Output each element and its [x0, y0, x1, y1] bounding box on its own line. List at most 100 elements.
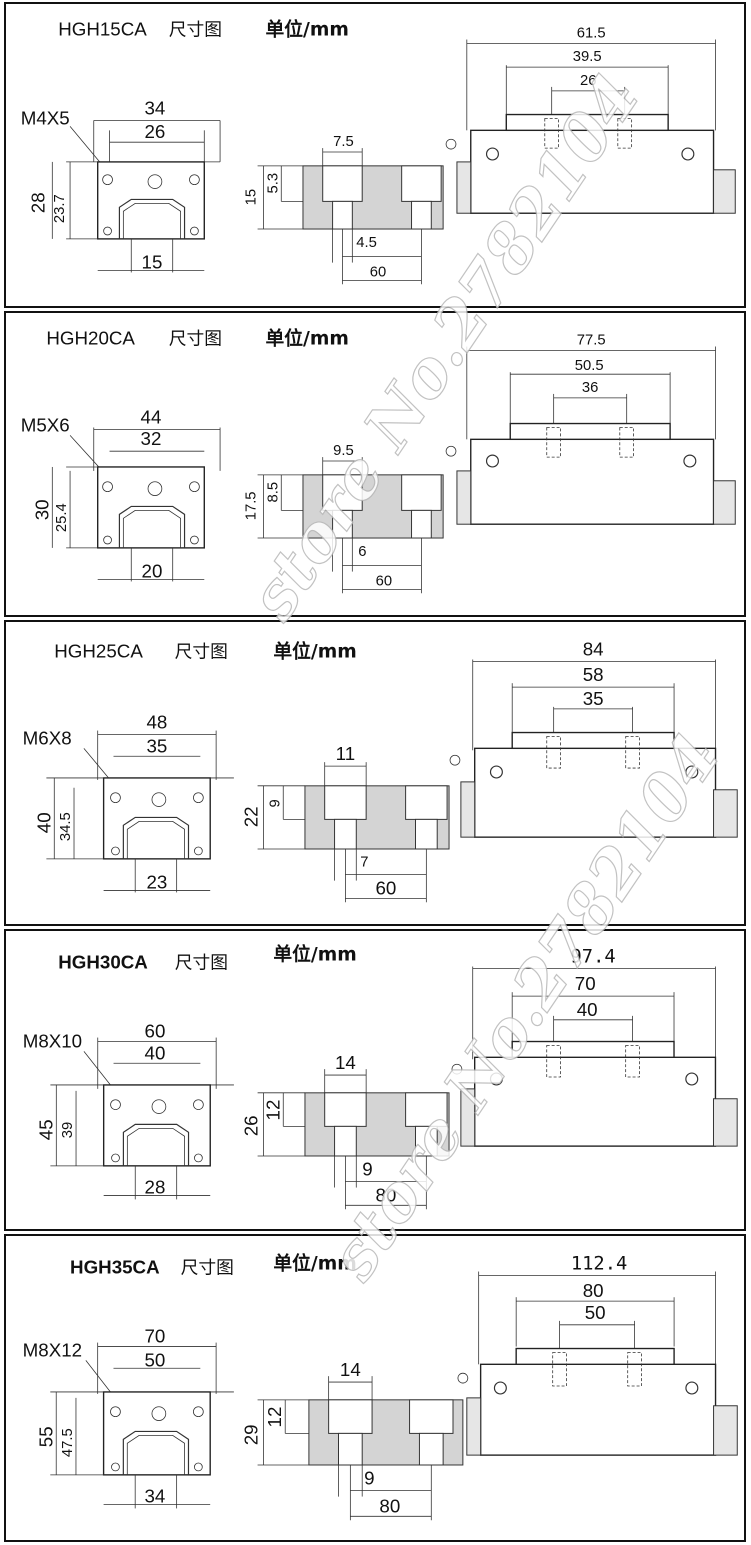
front-view: 60 40 M8X10 45 39 28 — [23, 1021, 234, 1200]
drawing-label: 尺寸图 — [175, 952, 228, 973]
front-view: 44 32 M5X6 30 25.4 20 — [21, 407, 221, 581]
dim-height: 40 — [33, 812, 54, 833]
dim-length-total: 77.5 — [577, 333, 606, 349]
rail-view: 14 29 12 9 80 — [241, 1359, 464, 1521]
dim-length-total: 112.4 — [571, 1254, 627, 1275]
dim-bore-depth: 9 — [267, 799, 283, 807]
model-title: HGH30CA — [58, 951, 148, 972]
front-view: 70 50 M8X12 55 47.5 34 — [23, 1326, 234, 1509]
dim-counterbore: 14 — [335, 1052, 356, 1073]
side-view: 84 58 35 — [449, 639, 738, 838]
dim-length-total: 61.5 — [577, 26, 606, 42]
dim-height-inner: 47.5 — [60, 1428, 76, 1457]
dim-width-outer: 70 — [144, 1326, 165, 1347]
panel-hgh30ca: HGH30CA 尺寸图 单位/mm 60 40 M8X10 — [4, 929, 746, 1231]
dim-rail-height: 26 — [241, 1115, 262, 1136]
screw-size: M5X6 — [21, 414, 70, 435]
dim-length-body: 39.5 — [573, 49, 602, 65]
dim-width-mount: 26 — [145, 121, 166, 142]
dim-length-body: 70 — [575, 973, 596, 994]
diagram-hgh25ca: HGH25CA 尺寸图 单位/mm 48 35 M6X8 — [23, 639, 738, 903]
dim-bore-depth: 12 — [264, 1407, 285, 1428]
diagram-hgh30ca: HGH30CA 尺寸图 单位/mm 60 40 M8X10 — [23, 944, 738, 1210]
drawing-label: 尺寸图 — [181, 1258, 234, 1279]
dim-width-mount: 35 — [146, 735, 167, 756]
dim-height-inner: 39 — [60, 1122, 76, 1138]
front-view: 48 35 M6X8 40 34.5 23 — [23, 712, 234, 892]
screw-size: M6X8 — [23, 727, 72, 748]
dim-pitch: 80 — [379, 1495, 400, 1516]
dim-height-inner: 23.7 — [52, 194, 68, 223]
dim-hole-spacing: 40 — [577, 999, 598, 1020]
dim-counterbore: 9.5 — [333, 443, 354, 459]
dim-width-outer: 44 — [141, 407, 162, 428]
dim-rail-width: 28 — [145, 1176, 166, 1197]
diagram-hgh15ca: HGH15CA 尺寸图 单位/mm 34 26 M4X5 — [21, 18, 736, 285]
dim-hole-spacing: 35 — [583, 688, 604, 709]
dim-width-outer: 60 — [145, 1021, 166, 1042]
dim-counterbore: 11 — [336, 743, 355, 764]
dim-hole: 9 — [364, 1468, 374, 1489]
dim-bore-depth: 5.3 — [265, 173, 281, 194]
unit-label: 单位/mm — [265, 18, 348, 41]
drawing-label: 尺寸图 — [175, 642, 228, 663]
dim-length-body: 50.5 — [575, 358, 604, 374]
dim-height: 28 — [27, 192, 48, 213]
dim-height: 55 — [35, 1426, 56, 1447]
model-title: HGH15CA — [58, 19, 147, 40]
dim-rail-height: 15 — [244, 189, 260, 205]
rail-view: 9.5 17.5 8.5 6 60 — [244, 443, 444, 594]
drawing-label: 尺寸图 — [169, 20, 222, 41]
dim-hole: 9 — [362, 1159, 372, 1180]
dim-rail-height: 29 — [241, 1424, 262, 1445]
dim-rail-width: 23 — [146, 871, 167, 892]
dim-rail-height: 22 — [241, 806, 262, 827]
dim-bore-depth: 8.5 — [265, 482, 281, 503]
dim-hole-spacing: 36 — [582, 380, 598, 396]
diagram-hgh35ca: HGH35CA 尺寸图 单位/mm 70 50 M8X12 — [23, 1252, 738, 1521]
drawing-label: 尺寸图 — [169, 329, 222, 350]
dim-width-mount: 50 — [144, 1349, 165, 1370]
panel-hgh35ca: HGH35CA 尺寸图 单位/mm 70 50 M8X12 — [4, 1234, 746, 1542]
unit-label: 单位/mm — [273, 944, 356, 966]
panel-hgh15ca: HGH15CA 尺寸图 单位/mm 34 26 M4X5 — [4, 2, 746, 308]
dim-rail-height: 17.5 — [244, 491, 260, 520]
dim-pitch: 60 — [376, 573, 392, 589]
unit-label: 单位/mm — [273, 1252, 356, 1275]
dim-width-mount: 40 — [145, 1042, 166, 1063]
dim-rail-width: 34 — [144, 1485, 165, 1506]
dim-height: 30 — [31, 499, 52, 520]
dim-hole: 6 — [358, 544, 366, 560]
dim-bore-depth: 12 — [262, 1100, 283, 1121]
screw-size: M4X5 — [21, 107, 70, 128]
side-view: 112.4 80 50 — [457, 1254, 738, 1456]
dim-width-mount: 32 — [141, 428, 162, 449]
dim-hole-spacing: 50 — [585, 1302, 606, 1323]
dim-length-body: 80 — [583, 1280, 604, 1301]
dim-length-body: 58 — [583, 664, 604, 685]
dim-hole: 4.5 — [356, 235, 377, 251]
screw-size: M8X10 — [23, 1030, 82, 1051]
rail-view: 7.5 15 5.3 4.5 60 — [244, 134, 444, 285]
dim-hole-spacing: 26 — [580, 73, 596, 89]
dim-height: 45 — [35, 1119, 56, 1140]
dim-height-inner: 25.4 — [54, 503, 70, 532]
model-title: HGH20CA — [46, 328, 135, 349]
rail-view: 11 22 9 7 60 — [241, 743, 450, 903]
screw-size: M8X12 — [23, 1339, 82, 1360]
dim-pitch: 60 — [370, 264, 386, 280]
dim-counterbore: 14 — [340, 1359, 361, 1380]
side-view: 97.4 70 40 — [451, 947, 738, 1147]
dim-rail-width: 20 — [142, 560, 163, 581]
dim-hole: 7 — [360, 855, 368, 871]
unit-label: 单位/mm — [273, 640, 356, 663]
dim-length-total: 97.4 — [571, 947, 616, 968]
unit-label: 单位/mm — [265, 327, 348, 350]
dim-width-outer: 34 — [145, 98, 166, 119]
rail-view: 14 26 12 9 80 — [241, 1052, 450, 1210]
dim-width-outer: 48 — [146, 712, 167, 733]
dim-counterbore: 7.5 — [333, 134, 354, 150]
diagram-hgh20ca: HGH20CA 尺寸图 单位/mm 44 32 M5X6 — [21, 327, 736, 594]
side-view: 77.5 50.5 36 — [445, 333, 736, 525]
